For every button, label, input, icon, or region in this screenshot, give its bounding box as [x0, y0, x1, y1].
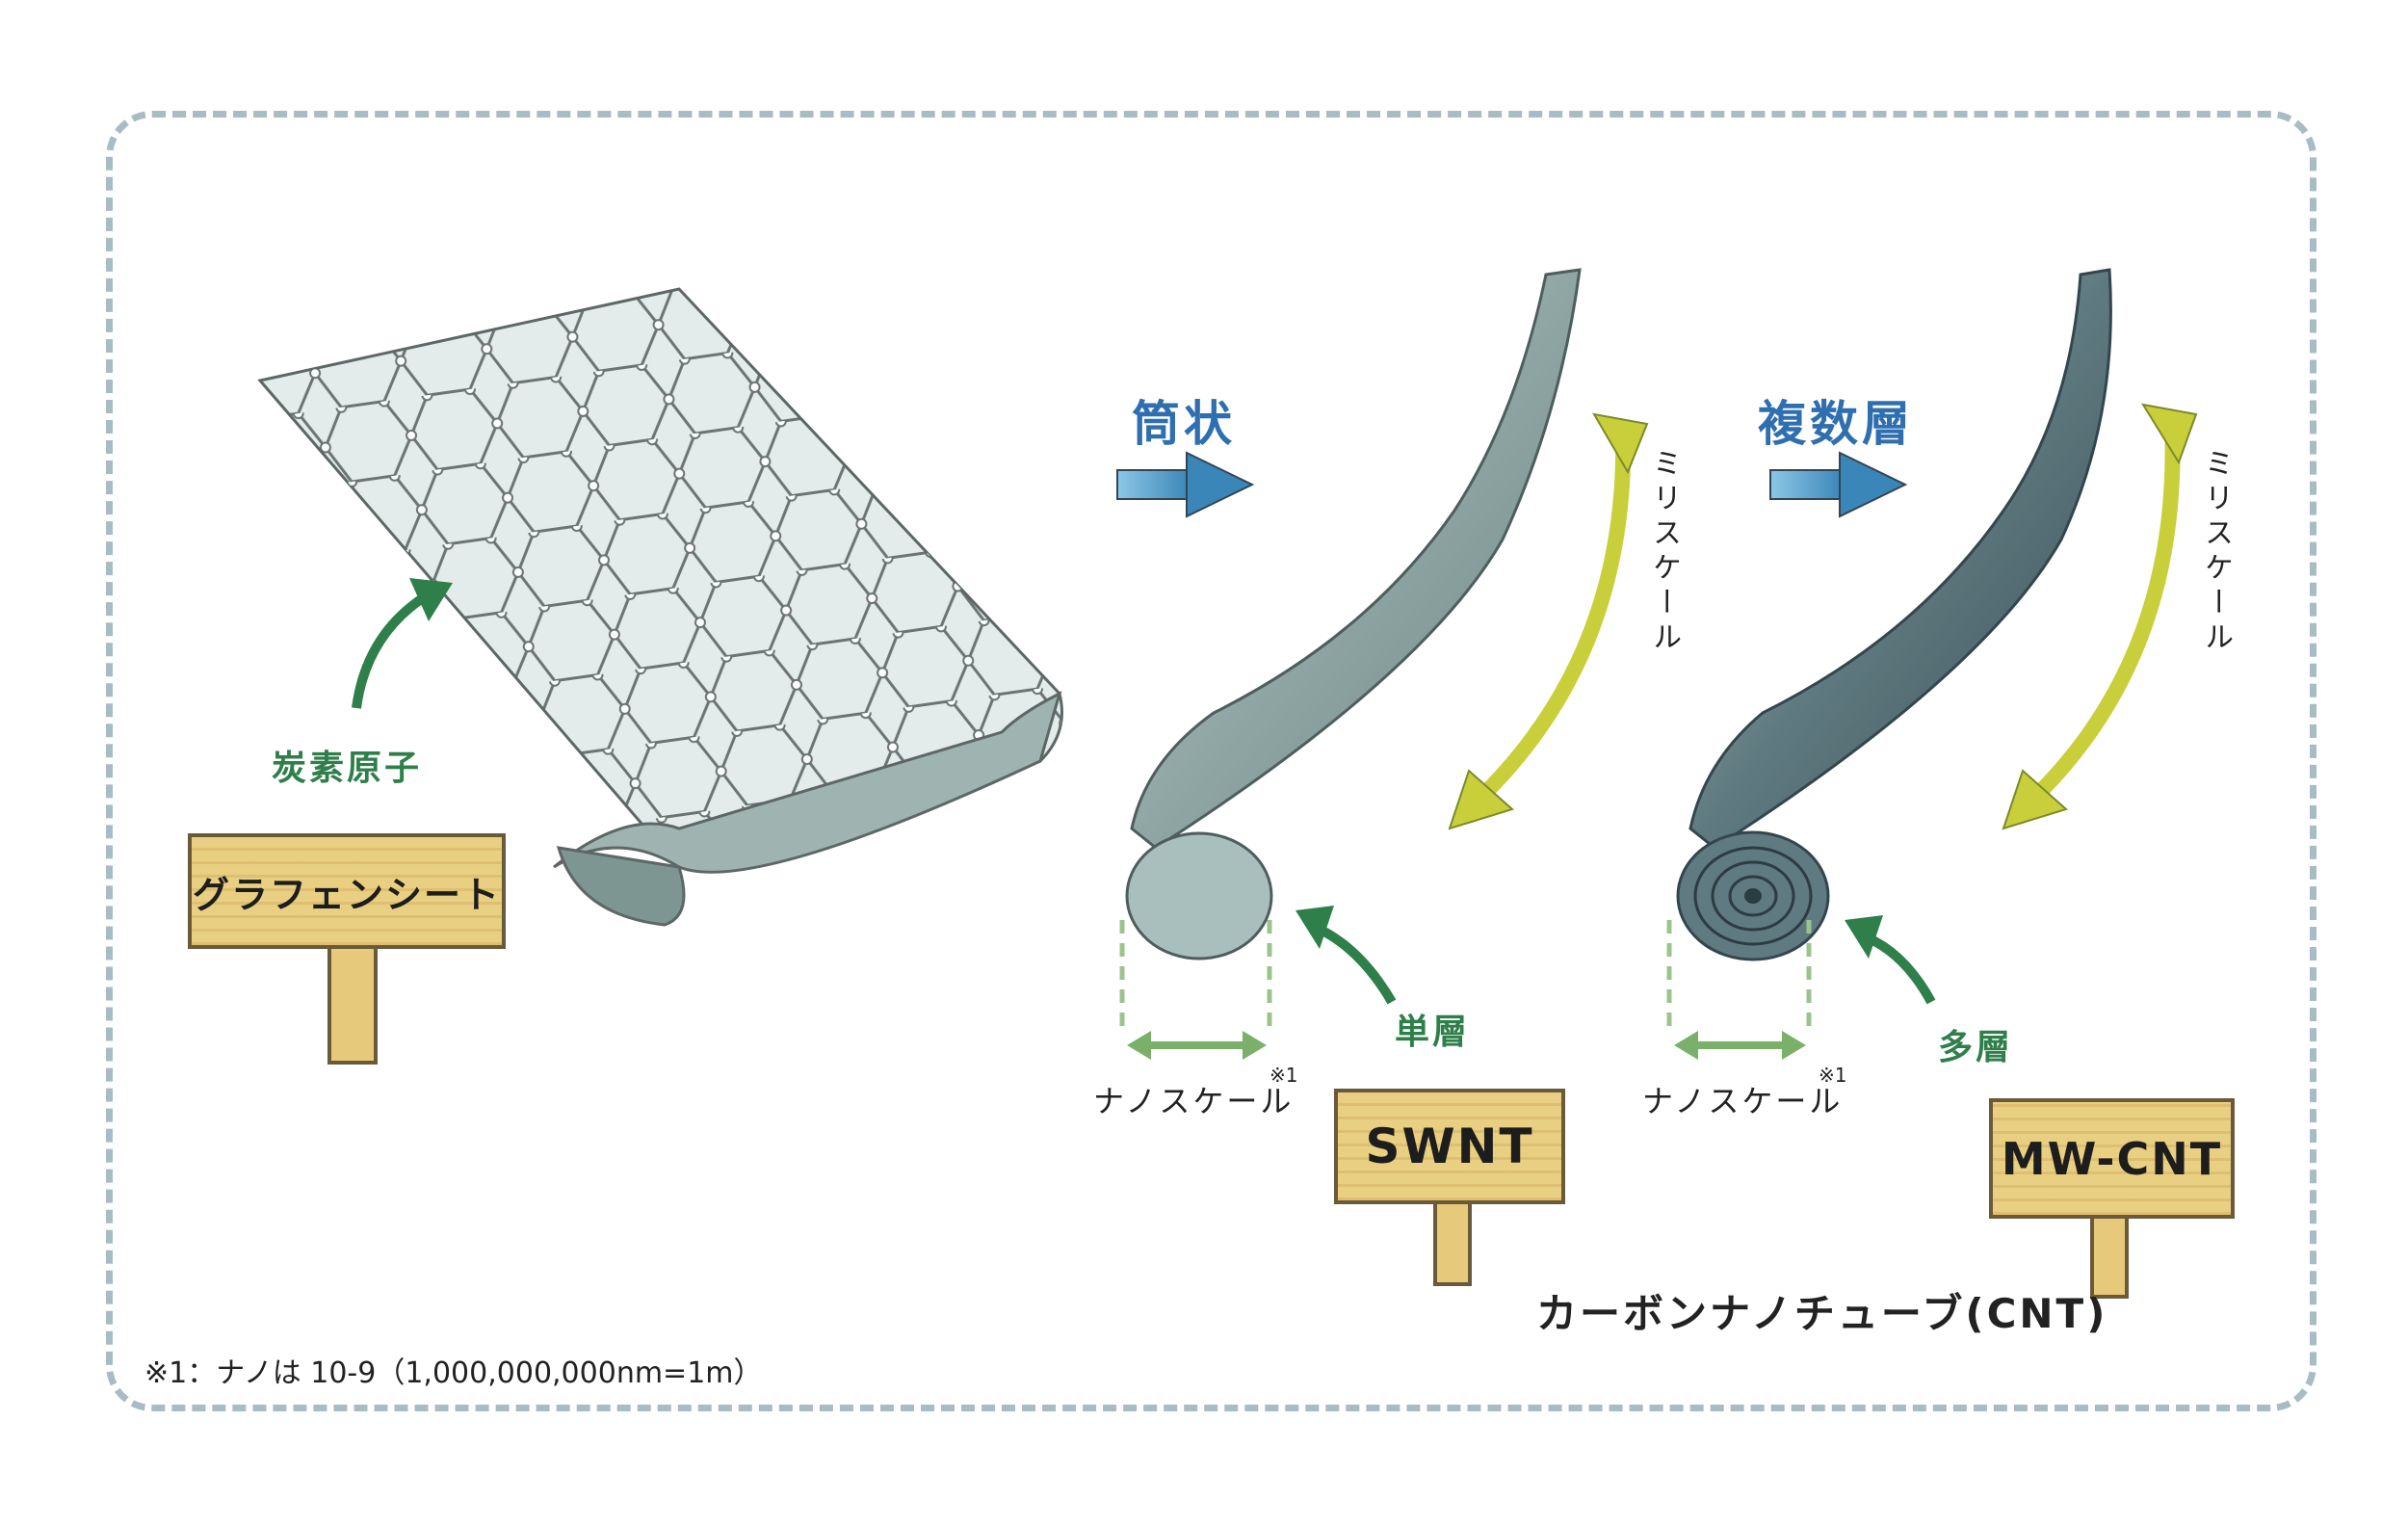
tube-shape-label: 筒状 [1132, 396, 1236, 452]
dashed-border-frame [106, 111, 2316, 1411]
milliscale-label-swnt: ミリスケール [1647, 448, 1681, 656]
swnt-sign-post [1433, 1195, 1472, 1286]
cnt-title: カーボンナノチューブ(CNT) [1536, 1290, 2108, 1337]
double-arrow-icon-swnt [1448, 412, 1649, 830]
nanoscale-label-mwcnt: ナノスケール [1642, 1083, 1844, 1119]
right-arrow-icon-tube [1116, 451, 1255, 518]
footnote-mark-mwcnt: ※1 [1819, 1064, 1847, 1087]
right-arrow-icon-multi [1769, 451, 1908, 518]
swnt-tube [1125, 268, 1582, 960]
carbon-atom-label: 炭素原子 [272, 749, 423, 788]
multi-layer-arrow-head [1845, 915, 1883, 959]
mwcnt-tube [1676, 268, 2112, 961]
mwcnt-sign: MW-CNT [1989, 1098, 2235, 1219]
double-arrow-icon-mwcnt [2002, 403, 2198, 830]
nanoscale-label-swnt: ナノスケール [1093, 1083, 1295, 1119]
carbon-arrow-head [409, 578, 453, 621]
footnote: ※1：ナノは 10-9（1,000,000,000nm=1m） [144, 1356, 763, 1390]
single-layer-label: 単層 [1395, 1013, 1471, 1052]
multi-layer-label: 多層 [1938, 1028, 2014, 1067]
single-layer-arrow-head [1296, 906, 1334, 949]
graphene-sign: グラフェンシート [188, 833, 506, 949]
graphene-sign-post [327, 939, 378, 1065]
footnote-mark-swnt: ※1 [1269, 1064, 1298, 1087]
nanoscale-guide-swnt [1119, 920, 1272, 1060]
milliscale-label-mwcnt: ミリスケール [2199, 448, 2233, 656]
graphene-sheet [257, 287, 1063, 927]
multi-layer-heading: 複数層 [1758, 396, 1914, 452]
swnt-sign: SWNT [1334, 1089, 1565, 1204]
carbon-atom-arrow-icon [352, 592, 427, 709]
nanoscale-guide-mwcnt [1666, 920, 1812, 1060]
